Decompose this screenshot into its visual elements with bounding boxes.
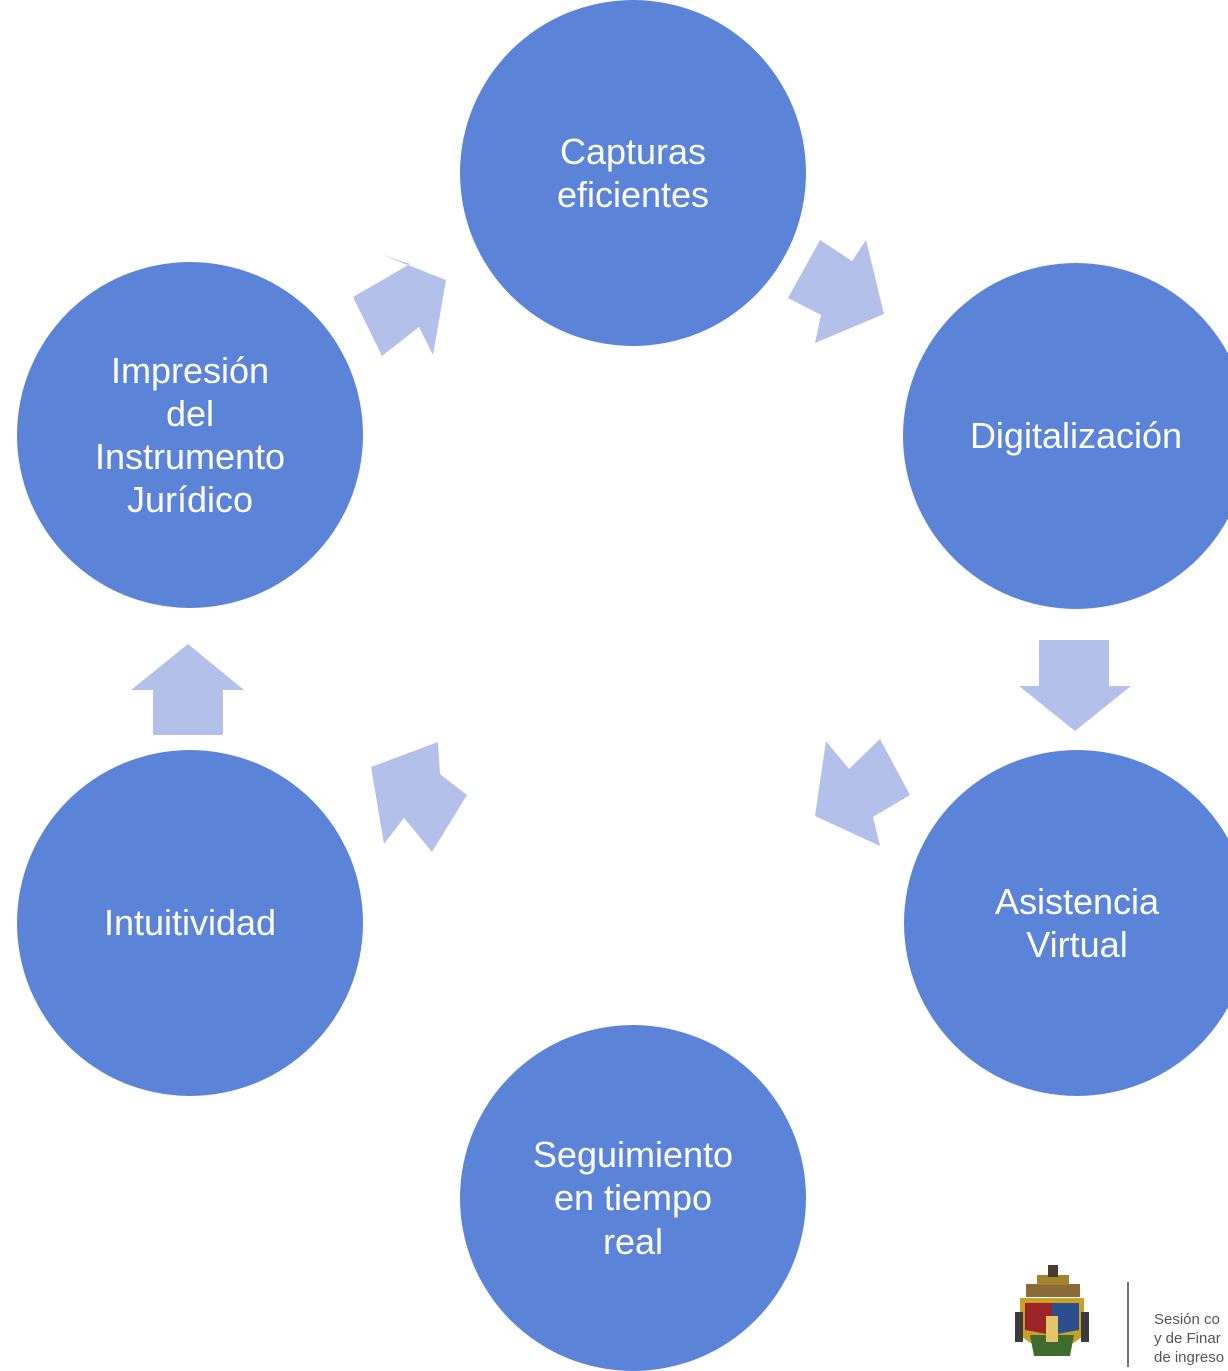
footer-line-3: de ingreso xyxy=(1154,1349,1225,1366)
step-label: Digitalización xyxy=(969,415,1183,457)
step-label: Impresión del Instrumento Jurídico xyxy=(94,349,286,521)
footer-line-1: Sesión co xyxy=(1154,1311,1220,1328)
footer-caption: Sesión co y de Finar de ingreso xyxy=(1154,1310,1224,1367)
step-circle-seguimiento: Seguimiento en tiempo real xyxy=(460,1025,806,1371)
footer-line-2: y de Finar xyxy=(1154,1330,1221,1347)
arrow-icon xyxy=(131,644,244,735)
arrow-icon xyxy=(353,254,446,356)
arrow-icon xyxy=(815,739,910,846)
arrow-icon xyxy=(788,240,884,343)
step-label: Seguimiento en tiempo real xyxy=(532,1134,734,1262)
step-circle-capturas-eficientes: Capturas eficientes xyxy=(460,0,806,346)
step-circle-intuitividad: Intuitividad xyxy=(17,750,363,1096)
arrow-icon xyxy=(371,742,467,852)
arrow-icon xyxy=(1019,640,1131,731)
step-label: Capturas eficientes xyxy=(556,130,710,215)
university-seal-icon xyxy=(1015,1265,1089,1356)
step-circle-impresion: Impresión del Instrumento Jurídico xyxy=(17,262,363,608)
step-label: Asistencia Virtual xyxy=(994,880,1160,965)
step-circle-asistencia-virtual: Asistencia Virtual xyxy=(904,750,1228,1096)
step-label: Intuitividad xyxy=(103,902,277,944)
step-circle-digitalizacion: Digitalización xyxy=(903,263,1228,609)
